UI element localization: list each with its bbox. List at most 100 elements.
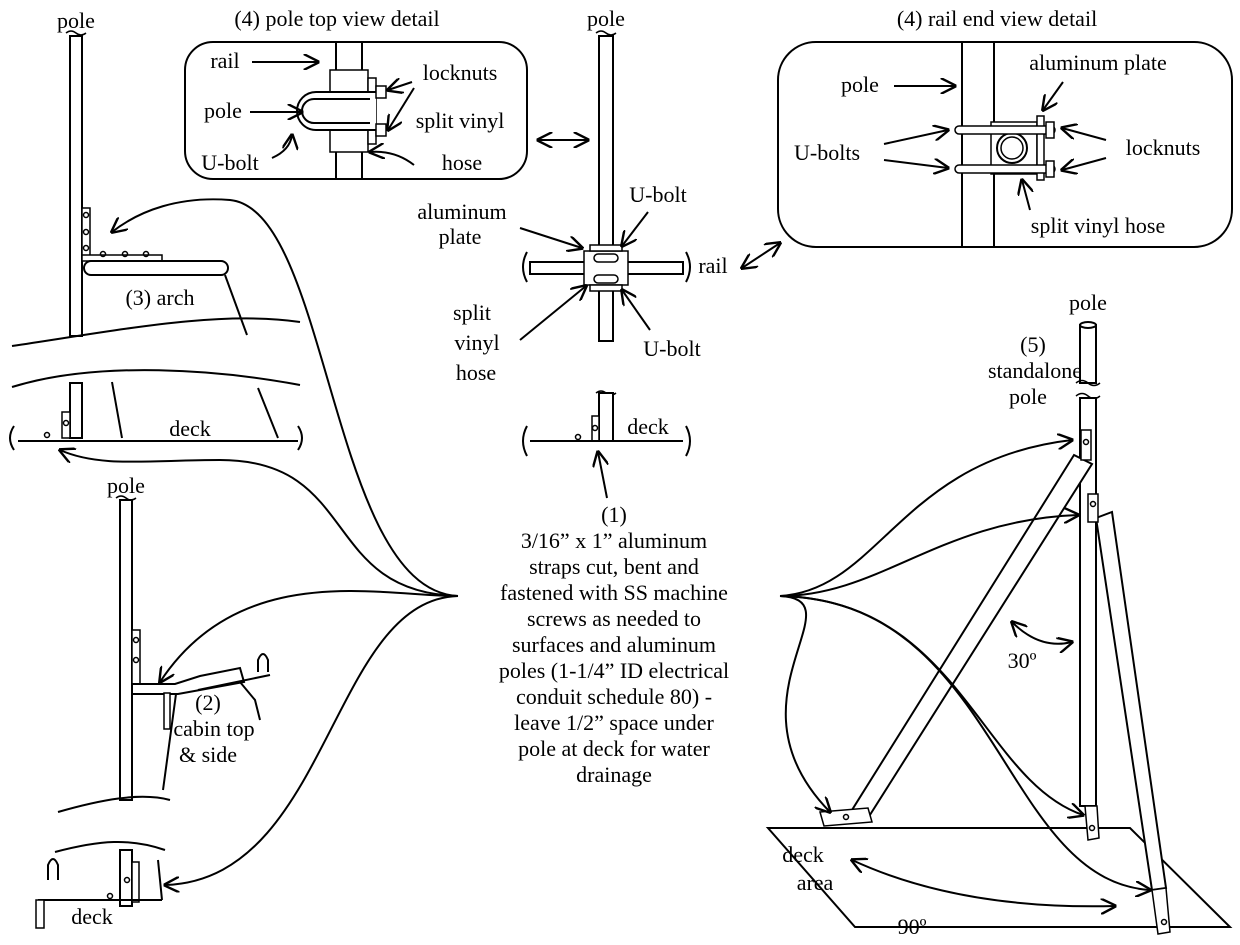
center-split-label: split: [453, 300, 491, 325]
leader-arrow: [883, 130, 948, 145]
pole-foot-strap: [1084, 805, 1100, 841]
note-line: poles (1-1/4” ID electrical: [499, 658, 729, 683]
cabin-pole-label: pole: [107, 473, 145, 498]
screw: [99, 250, 107, 258]
screw: [121, 250, 129, 258]
screw: [1082, 438, 1090, 446]
cabin-break-line: [57, 795, 171, 813]
rail-end-u-bolt-top: [954, 125, 1056, 135]
note-line: drainage: [576, 762, 652, 787]
rail-end-box: [777, 41, 1233, 248]
cabin-lower-side-strap: [35, 899, 45, 929]
center-u-bolt-top: [593, 253, 619, 263]
center-aluminum-label: aluminum: [417, 199, 506, 224]
leader-arrow: [388, 82, 413, 90]
rail-end-locknuts-label: locknuts: [1126, 135, 1201, 160]
cabin-deck-label: deck: [71, 904, 113, 929]
rail-end-view-detail: (4) rail end view detail pole aluminum p…: [777, 6, 1233, 248]
screw: [123, 876, 131, 884]
center-plate-top: [589, 244, 623, 252]
top-detail-title: (4) pole top view detail: [234, 6, 439, 31]
leader-arrow: [598, 452, 607, 499]
deck-area-label-1: deck: [782, 842, 824, 867]
cabin-label-line2: & side: [179, 742, 237, 767]
screw: [1088, 824, 1096, 832]
screw: [591, 424, 599, 432]
connector-to-brace-top: [779, 440, 1072, 597]
note-number: (1): [601, 502, 627, 527]
connector-to-brace-mid: [779, 515, 1078, 597]
leader-arrow: [1043, 81, 1064, 110]
top-u-bolt-label: U-bolt: [201, 150, 258, 175]
screw: [574, 433, 582, 441]
connector-to-arch-strap: [112, 198, 459, 597]
connector-to-cabin-top: [160, 590, 459, 682]
screw: [132, 656, 140, 664]
left-brace-foot: [819, 807, 873, 827]
angle-90-arc: [852, 860, 1115, 906]
center-deck-label: deck: [627, 414, 669, 439]
angle-90-label: 90º: [898, 914, 927, 939]
connector-to-brace-foot: [779, 595, 1150, 890]
note-line: screws as needed to: [527, 606, 701, 631]
note-line: surfaces and aluminum: [512, 632, 716, 657]
arch-leg: [224, 274, 248, 336]
center-pole-rail-drawing: pole aluminum plate U-bolt rail split vi…: [417, 6, 780, 499]
rail-end-aluminum-plate-label: aluminum plate: [1029, 50, 1166, 75]
right-brace: [1094, 510, 1168, 892]
strap-note: (1) 3/16” x 1” aluminum straps cut, bent…: [499, 502, 729, 787]
note-line: 3/16” x 1” aluminum: [521, 528, 707, 553]
arch-pole: [69, 35, 83, 337]
deck-break-mark: [9, 425, 303, 451]
rail-end-rail-inner: [1000, 136, 1024, 160]
cabin-break-line: [54, 840, 166, 853]
center-u-bolt-bottom: [593, 274, 619, 284]
center-pole-lower: [598, 392, 614, 442]
connector-to-arch-deck: [60, 450, 459, 597]
arch-break-line: [11, 317, 301, 347]
deck-break-mark: [522, 425, 691, 457]
center-vinyl-label: vinyl: [454, 330, 499, 355]
leader-arrow: [1062, 128, 1107, 141]
note-line: conduit schedule 80) -: [516, 684, 712, 709]
center-u-bolt-bottom-label: U-bolt: [643, 336, 700, 361]
rail-end-pole: [961, 41, 995, 248]
cabin-number: (2): [195, 690, 221, 715]
screw: [82, 211, 90, 219]
leader-arrow: [1062, 157, 1107, 170]
rail-end-title: (4) rail end view detail: [897, 6, 1097, 31]
screw: [82, 244, 90, 252]
rail-end-pole-label: pole: [841, 72, 879, 97]
rail-end-split-vinyl-hose-label: split vinyl hose: [1031, 213, 1165, 238]
cabin-top-strap: [131, 666, 246, 695]
cabin-outline: [162, 653, 271, 791]
angle-30-arc: [1012, 622, 1072, 644]
arch-leg-lower: [111, 381, 279, 439]
leader-arrow: [519, 286, 586, 341]
deck-area-label-2: area: [797, 870, 834, 895]
pole-top-end: [1079, 321, 1097, 329]
cabin-lower-outline: [38, 858, 163, 901]
cabin-pole: [119, 499, 133, 801]
top-pole-label: pole: [204, 98, 242, 123]
rail-end-u-bolt-bottom: [954, 164, 1056, 174]
top-hose-label: hose: [442, 150, 482, 175]
standalone-number: (5): [1020, 332, 1046, 357]
center-plate-bottom: [589, 284, 623, 292]
locknut: [1045, 121, 1055, 139]
center-pole-label: pole: [587, 6, 625, 31]
center-hose-label: hose: [456, 360, 496, 385]
locknut: [375, 85, 387, 99]
rail-end-u-bolts-label: U-bolts: [794, 140, 860, 165]
note-line: fastened with SS machine: [500, 580, 728, 605]
note-line: leave 1/2” space under: [514, 710, 714, 735]
arch-label: (3) arch: [125, 285, 194, 310]
center-u-bolt-top-label: U-bolt: [629, 182, 686, 207]
screw: [62, 419, 70, 427]
note-line: straps cut, bent and: [529, 554, 699, 579]
arch-pole-lower: [69, 382, 83, 439]
cabin-label-line1: cabin top: [173, 716, 254, 741]
note-line: pole at deck for water: [518, 736, 710, 761]
deck-area-plate: [765, 827, 1233, 928]
left-brace: [850, 453, 1094, 820]
